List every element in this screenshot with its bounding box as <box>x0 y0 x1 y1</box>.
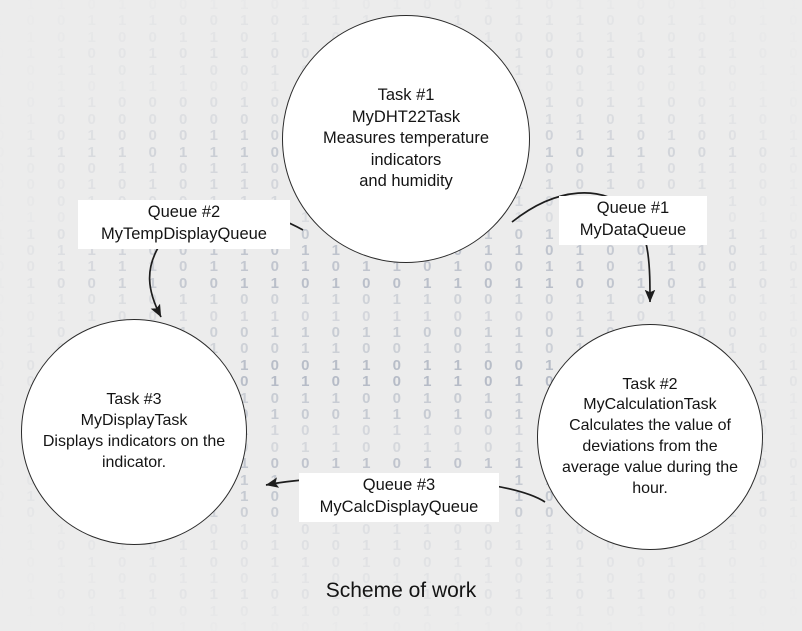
diagram-caption: Scheme of work <box>325 579 477 602</box>
edge-label-queue-3[interactable]: Queue #3 MyCalcDisplayQueue <box>299 473 499 522</box>
node-task-3[interactable]: Task #3 MyDisplayTask Displays indicator… <box>21 319 247 545</box>
node-task-1-label: Task #1 MyDHT22Task Measures temperature… <box>323 86 489 191</box>
node-task-3-label: Task #3 MyDisplayTask Displays indicator… <box>42 391 226 471</box>
node-task-2-label: Task #2 MyCalculationTask Calculates the… <box>561 375 739 497</box>
edge-label-queue-1[interactable]: Queue #1 MyDataQueue <box>559 196 707 245</box>
node-task-1[interactable]: Task #1 MyDHT22Task Measures temperature… <box>282 15 530 263</box>
edge-label-queue-2[interactable]: Queue #2 MyTempDisplayQueue <box>78 200 290 249</box>
node-task-2[interactable]: Task #2 MyCalculationTask Calculates the… <box>537 324 763 550</box>
